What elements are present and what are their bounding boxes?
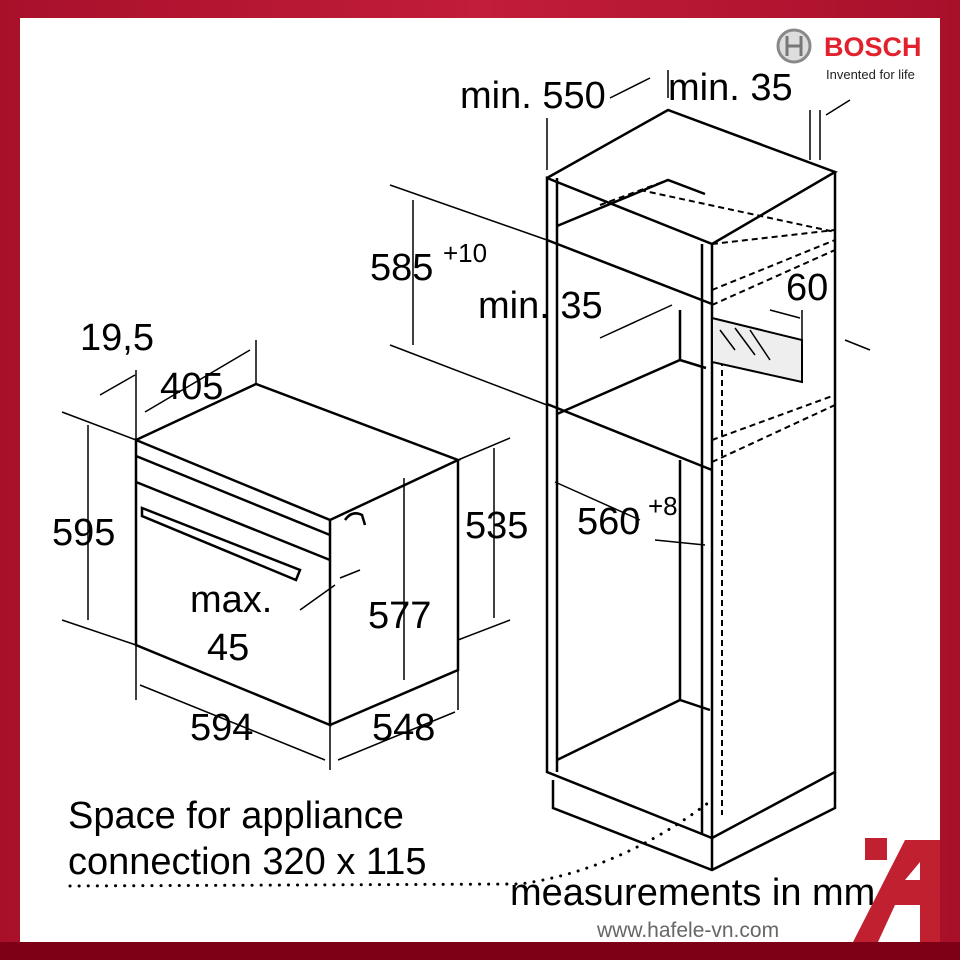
oven-drawing <box>61 340 511 770</box>
cabinet-drawing <box>389 70 871 872</box>
dim-min-550: min. 550 <box>460 75 606 117</box>
connection-dotted-line <box>68 798 714 888</box>
dim-577: 577 <box>368 595 431 637</box>
dim-594: 594 <box>190 707 253 749</box>
dim-560-tolerance: +8 <box>648 491 678 521</box>
units-note: measurements in mm <box>510 872 875 914</box>
bosch-wordmark: BOSCH <box>824 32 922 62</box>
dim-60: 60 <box>786 267 828 309</box>
space-note-line2: connection 320 x 115 <box>68 841 426 883</box>
watermark-url: www.hafele-vn.com <box>596 919 779 942</box>
hafele-logo-icon <box>853 838 940 942</box>
dim-535: 535 <box>465 505 528 547</box>
bottom-bar <box>0 942 960 960</box>
dim-405: 405 <box>160 366 223 408</box>
bosch-tagline: Invented for life <box>826 67 915 82</box>
dim-548: 548 <box>372 707 435 749</box>
dim-585: 585 <box>370 247 433 289</box>
dim-max-label: max. <box>190 579 272 621</box>
dim-560: 560 <box>577 501 640 543</box>
dim-min-35-mid: min. 35 <box>478 285 603 327</box>
drawing-canvas <box>20 18 940 942</box>
dim-min-35-top: min. 35 <box>668 67 793 109</box>
space-note-line1: Space for appliance <box>68 795 404 837</box>
dim-max-45: 45 <box>207 627 249 669</box>
dim-585-tolerance: +10 <box>443 238 487 268</box>
dim-19-5: 19,5 <box>80 317 154 359</box>
dim-595: 595 <box>52 512 115 554</box>
bosch-logo: BOSCH Invented for life <box>776 28 922 82</box>
